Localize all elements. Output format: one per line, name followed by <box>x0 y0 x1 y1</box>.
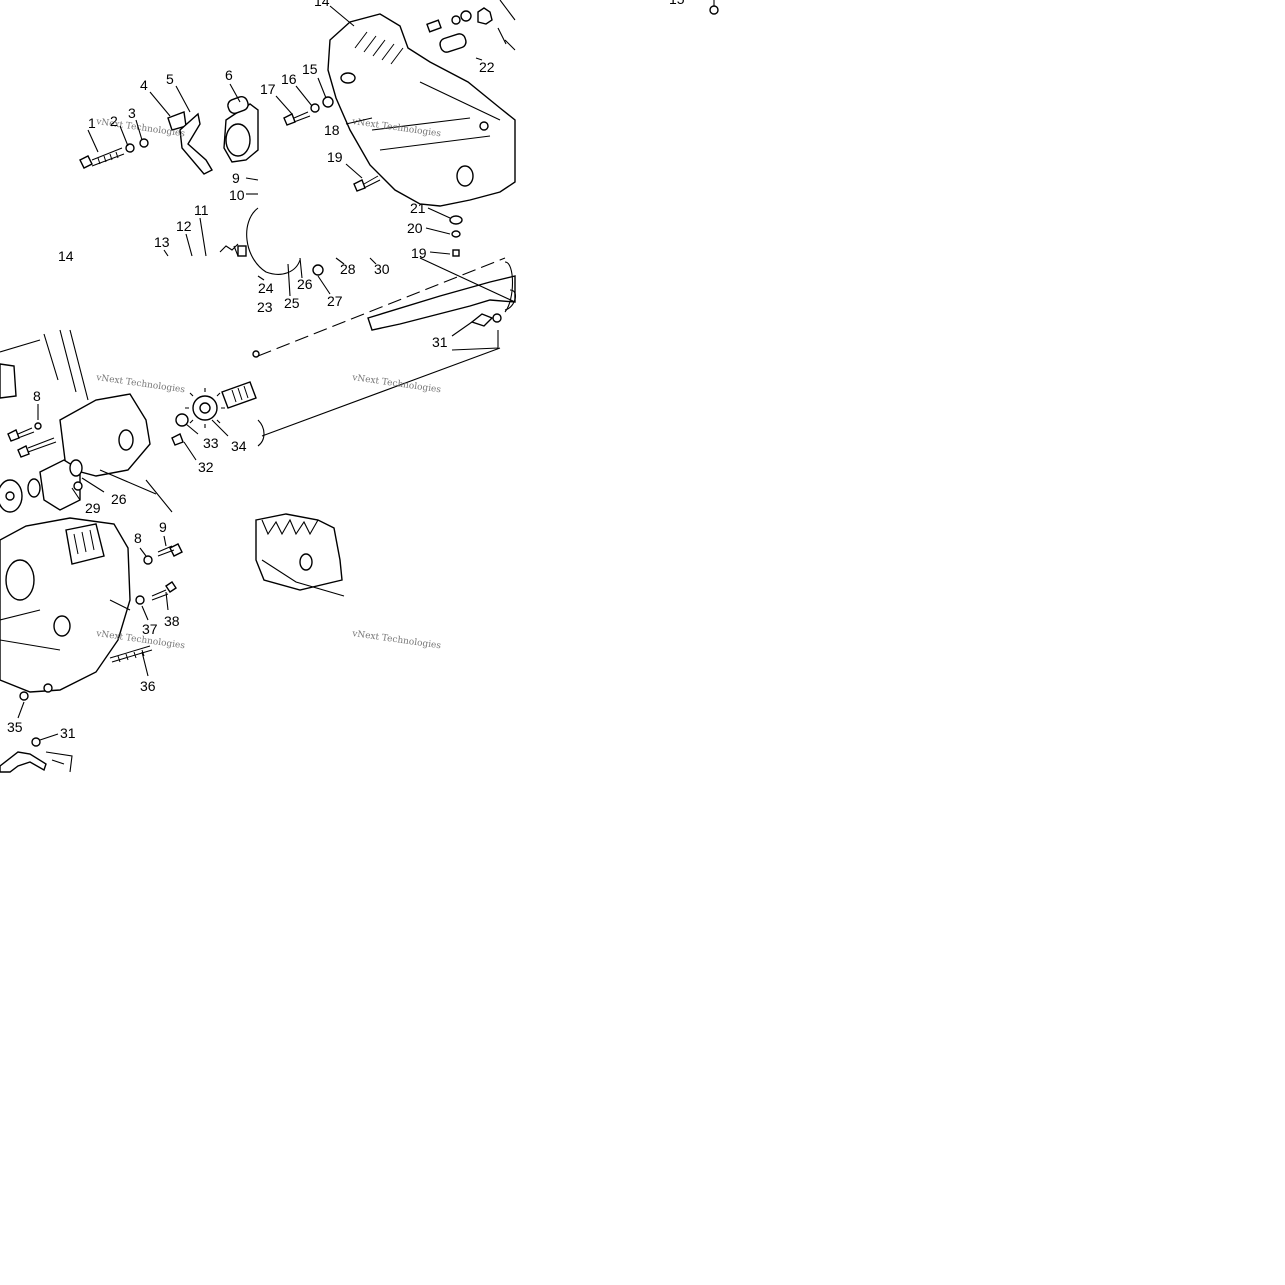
callout-37: 37 <box>142 621 158 637</box>
callout-32: 32 <box>198 459 214 475</box>
callout-19: 19 <box>411 245 427 261</box>
callout-26: 26 <box>297 276 313 292</box>
callout-34: 34 <box>231 438 247 454</box>
callout-18: 18 <box>324 122 340 138</box>
callout-36: 36 <box>140 678 156 694</box>
callout-14: 14 <box>58 248 74 264</box>
callout-12: 12 <box>176 218 192 234</box>
callout-9: 9 <box>159 519 167 535</box>
callout-24: 24 <box>258 280 274 296</box>
callout-22: 22 <box>479 59 495 75</box>
callout-25: 25 <box>284 295 300 311</box>
callout-35: 35 <box>7 719 23 735</box>
callout-10: 10 <box>229 187 245 203</box>
callout-26: 26 <box>111 491 127 507</box>
callout-16: 16 <box>281 71 297 87</box>
callout-23: 23 <box>257 299 273 315</box>
callout-21: 21 <box>410 200 426 216</box>
callout-31: 31 <box>432 334 448 350</box>
callout-20: 20 <box>407 220 423 236</box>
callout-5: 5 <box>166 71 174 87</box>
callout-14: 14 <box>314 0 330 9</box>
bolt-1 <box>79 147 125 169</box>
callout-labels: 14 15 22 1 2 3 4 5 6 17 16 15 18 19 9 10… <box>7 0 685 741</box>
callout-15: 15 <box>669 0 685 7</box>
callout-6: 6 <box>225 67 233 83</box>
diagram-tile-top: vNext Technologies vNext Technologies vN… <box>0 0 516 513</box>
callout-28: 28 <box>340 261 356 277</box>
callout-13: 13 <box>154 234 170 250</box>
sprocket-34 <box>185 388 225 428</box>
callout-19: 19 <box>327 149 343 165</box>
leader-lines <box>17 5 507 741</box>
callout-8: 8 <box>134 530 142 546</box>
callout-8: 8 <box>33 388 41 404</box>
watermark: vNext Technologies <box>351 629 442 652</box>
callout-30: 30 <box>374 261 390 277</box>
callout-38: 38 <box>164 613 180 629</box>
chain-guard-cover <box>327 13 516 207</box>
callout-33: 33 <box>203 435 219 451</box>
watermark: vNext Technologies <box>351 373 442 396</box>
callout-9: 9 <box>232 170 240 186</box>
watermark: vNext Technologies <box>95 373 186 396</box>
callout-1: 1 <box>88 115 96 131</box>
callout-17: 17 <box>260 81 276 97</box>
callout-27: 27 <box>327 293 343 309</box>
callout-4: 4 <box>140 77 148 93</box>
callout-11: 11 <box>194 202 209 218</box>
callout-29: 29 <box>85 500 101 516</box>
motor-6 <box>223 95 259 163</box>
callout-2: 2 <box>110 113 118 129</box>
diagram-fragment-top-right <box>709 0 719 15</box>
callout-31: 31 <box>60 725 76 741</box>
callout-15: 15 <box>302 61 318 77</box>
callout-3: 3 <box>128 105 136 121</box>
